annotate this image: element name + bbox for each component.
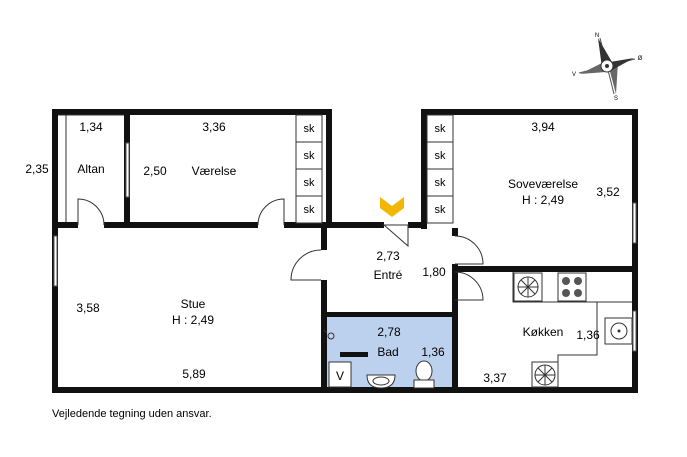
- closet-label: sk: [435, 177, 447, 189]
- washer-fan-icon: [531, 361, 559, 388]
- vaerelse-width: 3,36: [202, 120, 226, 134]
- bad-width: 2,78: [377, 325, 401, 339]
- entrance-arrow-icon: [380, 197, 404, 217]
- shower-icon: [323, 329, 335, 340]
- stue-height: H : 2,49: [172, 313, 214, 327]
- stove-icon: [557, 272, 587, 302]
- balcony-outline: [58, 114, 124, 222]
- sovevaerelse-depth: 3,52: [596, 185, 620, 199]
- entre-width: 2,73: [376, 249, 400, 263]
- koekken-width: 3,37: [483, 371, 507, 385]
- stue-depth: 3,58: [76, 301, 100, 315]
- vaerelse-depth: 2,50: [143, 164, 167, 178]
- compass-rose-icon: N S V Ø: [572, 33, 643, 102]
- fridge-fan-icon: [513, 272, 543, 302]
- windows: [53, 142, 637, 352]
- closet-label: sk: [304, 123, 316, 135]
- closets: [295, 114, 454, 224]
- toilet-icon: [413, 360, 435, 389]
- altan-depth: 2,35: [25, 162, 49, 176]
- closet-labels: sk sk sk sk sk sk sk sk: [304, 123, 447, 216]
- bad-name: Bad: [377, 345, 398, 359]
- kitchen-counter: [512, 272, 632, 387]
- vaerelse-name: Værelse: [192, 164, 237, 178]
- sovevaerelse-width: 3,94: [531, 120, 555, 134]
- compass-n: N: [595, 33, 599, 39]
- stue-width: 5,89: [182, 367, 206, 381]
- sovevaerelse-name: Soveværelse: [508, 177, 578, 191]
- altan-width: 1,34: [79, 120, 103, 134]
- disclaimer-text: Vejledende tegning uden ansvar.: [52, 408, 212, 420]
- entre-depth: 1,80: [422, 265, 446, 279]
- door-swings: [77, 198, 484, 301]
- washbasin-icon: [366, 374, 396, 389]
- closet-label: sk: [435, 123, 447, 135]
- closet-label: sk: [435, 204, 447, 216]
- bath-fixtures: [323, 329, 435, 389]
- bath-fixture-label: V: [336, 369, 344, 383]
- koekken-depth: 1,36: [576, 328, 600, 342]
- sovevaerelse-height: H : 2,49: [522, 193, 564, 207]
- entre-name: Entré: [374, 268, 403, 282]
- altan-name: Altan: [77, 162, 104, 176]
- compass-s: S: [614, 96, 618, 102]
- closet-label: sk: [304, 204, 316, 216]
- closet-label: sk: [304, 150, 316, 162]
- kitchen-sink-icon: [604, 317, 633, 345]
- stue-name: Stue: [181, 297, 206, 311]
- closet-label: sk: [304, 177, 316, 189]
- closet-label: sk: [435, 150, 447, 162]
- bad-depth: 1,36: [421, 345, 445, 359]
- compass-v: V: [572, 72, 576, 78]
- compass-o: Ø: [638, 56, 643, 62]
- koekken-name: Køkken: [523, 325, 564, 339]
